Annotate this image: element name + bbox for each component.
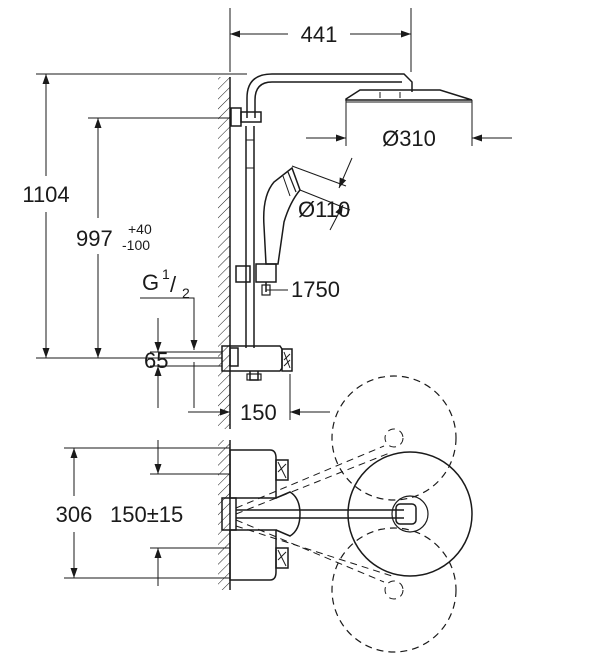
label-110: Ø110: [298, 197, 350, 222]
dimension-997: 997 +40 -100: [76, 117, 231, 358]
dimension-65: 65: [144, 318, 222, 408]
label-306: 306: [56, 502, 93, 527]
label-1750: 1750: [291, 277, 340, 302]
wall-front: [218, 440, 231, 590]
label-441: 441: [301, 22, 338, 47]
label-150-side: 150: [240, 400, 277, 425]
label-thread-den: 2: [182, 285, 190, 301]
wall-bracket-top: [230, 107, 262, 127]
dimension-150-side: 150: [188, 374, 330, 425]
dimension-1750: 1750: [266, 277, 340, 302]
rain-shower-head: [345, 89, 473, 103]
label-310: Ø310: [382, 126, 436, 151]
label-thread-g: G: [142, 270, 159, 295]
dimension-310: Ø310: [306, 100, 512, 151]
wall-side: [218, 77, 231, 429]
dimension-306: 306: [56, 447, 230, 579]
label-150-15: 150±15: [110, 502, 183, 527]
label-65: 65: [144, 348, 168, 373]
thermostat-top: [221, 449, 301, 581]
dimension-110: Ø110: [291, 157, 353, 231]
swivel-positions: [235, 375, 457, 653]
label-thread-num: 1: [162, 266, 170, 282]
side-view: 441 Ø310 Ø110 1750 11: [22, 8, 512, 429]
dimension-150-15: 150±15: [110, 440, 230, 586]
shower-arm: [246, 73, 413, 118]
arm-top: [236, 503, 417, 525]
riser-pipe: [245, 126, 255, 348]
thread-label: G 1 / 2: [140, 266, 198, 350]
rain-shower-top: [347, 451, 473, 577]
thermostat-side: [221, 345, 293, 381]
dimension-1104: 1104: [22, 73, 247, 359]
label-997-tol-minus: -100: [122, 237, 150, 253]
label-1104: 1104: [22, 182, 69, 207]
label-thread-slash: /: [170, 272, 177, 297]
dimension-441: 441: [229, 8, 412, 72]
hand-shower: [262, 166, 301, 265]
label-997: 997: [76, 226, 113, 251]
label-997-tol-plus: +40: [128, 221, 152, 237]
front-view: 306 150±15: [56, 375, 473, 653]
